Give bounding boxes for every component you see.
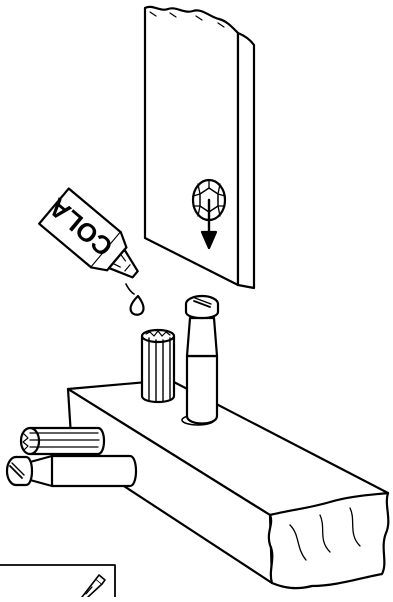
step-dowel-vertical bbox=[186, 296, 218, 424]
wooden-panel bbox=[145, 7, 254, 288]
fluted-dowel-horizontal bbox=[21, 428, 104, 454]
tool-box bbox=[0, 565, 115, 597]
step-dowel-horizontal bbox=[7, 456, 136, 486]
panel-side-face bbox=[238, 33, 254, 288]
pencil-icon bbox=[82, 575, 105, 597]
fluted-dowel-vertical bbox=[142, 330, 174, 402]
glue-droplet bbox=[131, 296, 144, 315]
glue-bottle: COLA bbox=[37, 187, 150, 292]
panel-front-face bbox=[145, 7, 238, 285]
